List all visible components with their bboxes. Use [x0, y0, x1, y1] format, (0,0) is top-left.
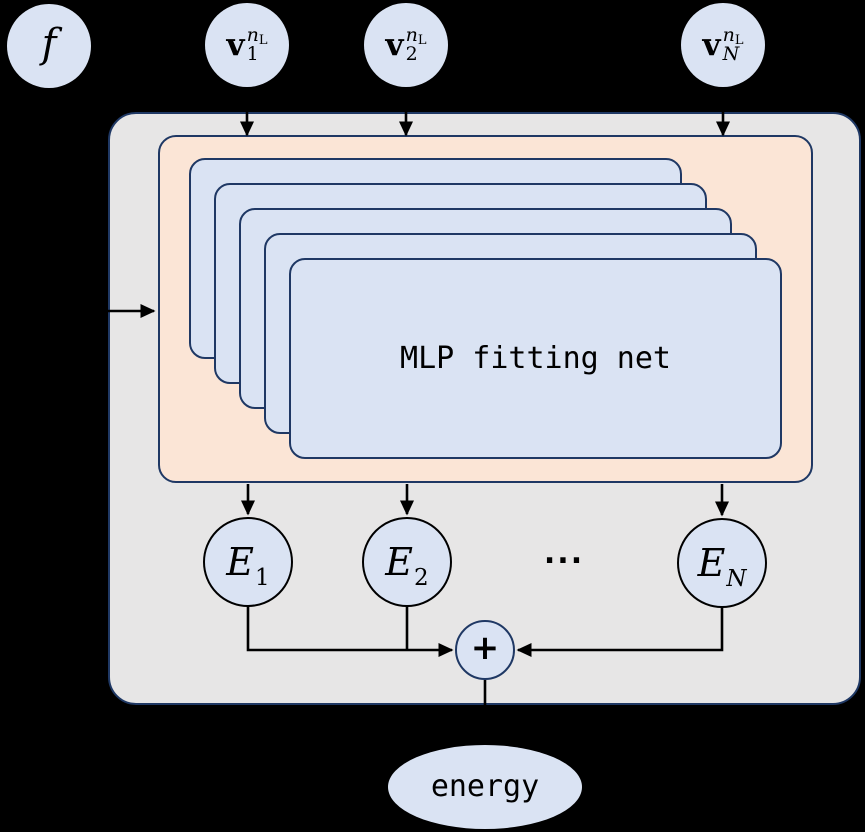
sum-node: + [455, 620, 515, 680]
e1-base: E [226, 540, 255, 584]
e2-label: E2 [385, 540, 428, 590]
v2-sup-n: n [405, 24, 418, 47]
energy-output-label: energy [430, 769, 540, 804]
mlp-fitting-net-label: MLP fitting net [400, 340, 671, 376]
input-v2-label: v nL 2 [385, 24, 427, 65]
mlp-front-card: MLP fitting net [289, 258, 782, 459]
energy-output-node: energy [388, 745, 582, 829]
vN-base: v [702, 26, 721, 63]
descriptor-f-node: f [7, 4, 91, 88]
vN-subscript: N [722, 42, 740, 65]
vN-sup-n: n [722, 24, 735, 47]
eN-base: E [697, 541, 726, 585]
input-vN-node: v nL N [681, 3, 765, 87]
descriptor-f-label: f [41, 21, 57, 67]
input-v2-node: v nL 2 [364, 3, 448, 87]
energy-e2-node: E2 [362, 517, 452, 607]
vN-scripts: nL N [722, 24, 744, 65]
v1-sup-n: n [246, 24, 259, 47]
v2-superscript: nL [405, 24, 427, 48]
arrow-e1-e2-to-sum [246, 606, 454, 657]
e1-subscript: 1 [255, 565, 270, 591]
input-v1-label: v nL 1 [226, 24, 268, 65]
arrow-eN-to-sum [516, 607, 724, 657]
e2-subscript: 2 [414, 565, 429, 591]
input-vN-label: v nL N [702, 24, 744, 65]
v1-sup-L: L [258, 33, 268, 49]
v2-subscript: 2 [405, 42, 418, 65]
arrow-f-to-fitting-net [47, 88, 156, 318]
v2-base: v [385, 26, 404, 63]
energy-eN-node: EN [677, 518, 767, 608]
ellipsis-dots: ... [543, 536, 585, 571]
e2-base: E [385, 540, 414, 584]
v1-scripts: nL 1 [246, 24, 268, 65]
v2-sup-L: L [417, 33, 427, 49]
eN-subscript: N [726, 566, 747, 592]
v1-superscript: nL [246, 24, 268, 48]
v1-base: v [226, 26, 245, 63]
vN-sup-L: L [734, 33, 744, 49]
e1-label: E1 [226, 540, 269, 590]
input-v1-node: v nL 1 [205, 3, 289, 87]
energy-e1-node: E1 [203, 517, 293, 607]
eN-label: EN [697, 541, 747, 591]
v2-scripts: nL 2 [405, 24, 427, 65]
v1-subscript: 1 [246, 42, 259, 65]
vN-superscript: nL [722, 24, 744, 48]
plus-icon: + [470, 628, 500, 668]
